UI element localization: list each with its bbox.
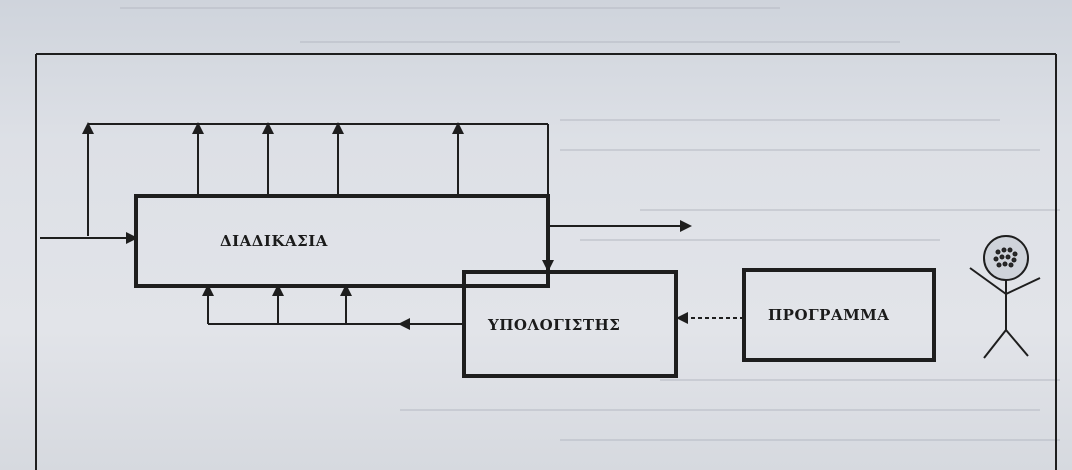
computer-to-process-arrows [208, 286, 464, 324]
program-box-label: ΠΡΟΓΡΑΜΜΑ [768, 306, 889, 324]
stick-figure-icon [970, 236, 1040, 358]
process-output-arrows [88, 124, 458, 236]
process-box-label: ΔΙΑΔΙΚΑΣΙΑ [220, 232, 328, 250]
computer-box-label: ΥΠΟΛΟΓΙΣΤΗΣ [487, 316, 620, 334]
